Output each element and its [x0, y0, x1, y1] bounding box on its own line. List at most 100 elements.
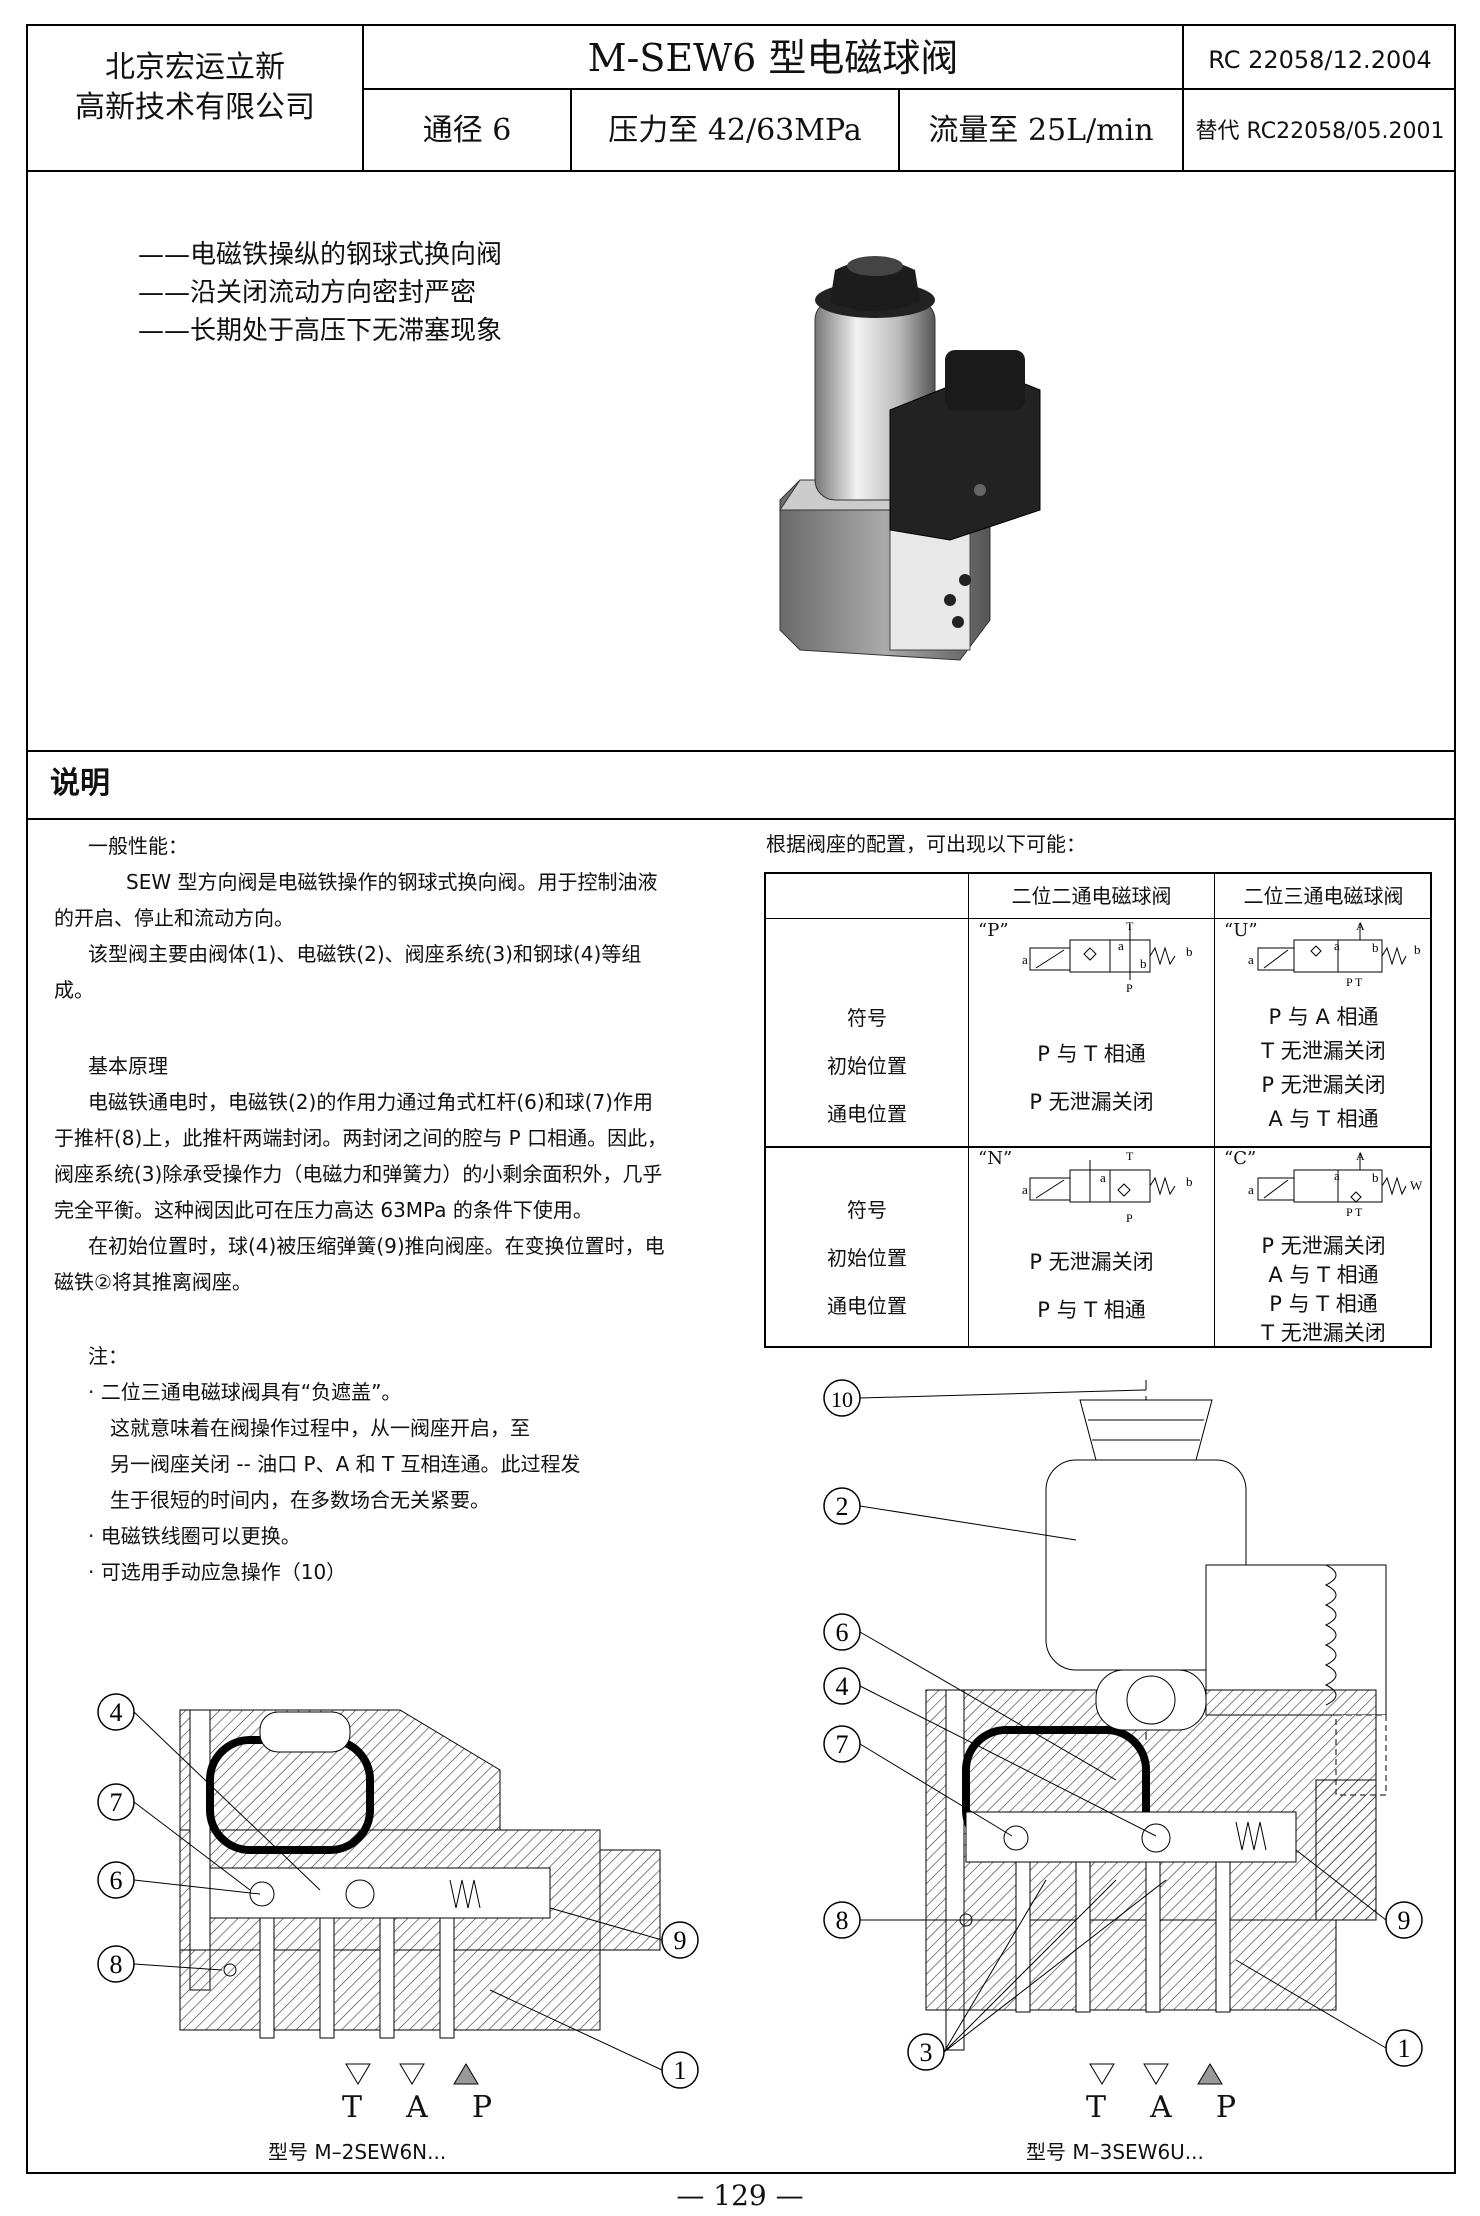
row-label-initial: 初始位置: [827, 1246, 907, 1270]
feature-item: ——电磁铁操纵的钢球式换向阀: [138, 240, 503, 270]
n-initial: P 无泄漏关闭: [1029, 1250, 1154, 1274]
spec-flow: 流量至 25L/min: [928, 113, 1154, 148]
port-a: a: [1334, 1168, 1340, 1183]
page-number: — 129 —: [676, 2179, 804, 2212]
symbol-2way-p: a a b b T P: [1022, 920, 1193, 995]
c-line: T 无泄漏关闭: [1261, 1321, 1386, 1345]
tag-u: “U”: [1224, 920, 1258, 941]
c-line: P 与 T 相通: [1269, 1292, 1378, 1316]
port-arrows-left: [345, 2063, 479, 2085]
principle-text: 阀座系统(3)除承受操作力（电磁力和弹簧力）的小剩余面积外，几乎: [54, 1162, 663, 1186]
row-labels-1: 符号 初始位置 通电位置: [766, 994, 968, 1138]
table-intro: 根据阀座的配置，可出现以下可能：: [766, 832, 1086, 856]
callout-4: 4: [110, 1698, 123, 1727]
port-a: A: [406, 2090, 428, 2125]
feature-item: ——沿关闭流动方向密封严密: [138, 278, 477, 308]
symbol-3way-c: a a b W A P T: [1248, 1150, 1423, 1219]
port-a: a: [1022, 952, 1028, 967]
page-title: M-SEW6 型电磁球阀: [587, 36, 959, 80]
principle-text: 在初始位置时，球(4)被压缩弹簧(9)推向阀座。在变换位置时，电: [88, 1234, 665, 1258]
note-text: 另一阀座关闭 -- 油口 P、A 和 T 互相连通。此过程发: [110, 1452, 581, 1476]
tag-n: “N”: [978, 1148, 1013, 1169]
port-p: P: [1126, 981, 1133, 995]
cross-section-right: 10 2 6 4 7 8 3 9 1: [823, 1379, 1423, 2071]
port-a-label: A: [1356, 1150, 1365, 1163]
principle-heading: 基本原理: [88, 1054, 168, 1078]
p-energized: P 无泄漏关闭: [1029, 1090, 1154, 1114]
callout-8: 8: [110, 1950, 123, 1979]
note-text: · 二位三通电磁球阀具有“负遮盖”。: [88, 1380, 402, 1404]
section-divider-top: [26, 750, 1456, 752]
table-line: [764, 918, 1432, 919]
spec-bore: 通径 6: [422, 113, 512, 148]
port-a-label: A: [1356, 920, 1365, 933]
callout-1: 1: [674, 2056, 687, 2085]
port-b: b: [1140, 956, 1147, 971]
c-line: P 无泄漏关闭: [1261, 1234, 1386, 1258]
tag-c: “C”: [1224, 1148, 1257, 1169]
note-text: 生于很短的时间内，在多数场合无关紧要。: [110, 1488, 490, 1512]
product-photo: [779, 256, 1041, 661]
col-two-way: 二位二通电磁球阀: [1011, 884, 1172, 908]
row-label-energized: 通电位置: [827, 1294, 907, 1318]
port-pt: P T: [1346, 975, 1363, 989]
symbol-2way-n: a a b T P: [1022, 1150, 1193, 1225]
port-b: b: [1372, 940, 1379, 955]
u-line: P 与 A 相通: [1268, 1005, 1379, 1029]
header-vline-4: [898, 88, 900, 170]
n-states: P 无泄漏关闭 P 与 T 相通: [969, 1238, 1214, 1334]
p-states: P 与 T 相通 P 无泄漏关闭: [969, 1030, 1214, 1126]
spec-pressure: 压力至 42/63MPa: [608, 113, 862, 148]
doc-code: RC 22058/12.2004: [1208, 46, 1432, 74]
callout-3: 3: [920, 2038, 933, 2067]
port-arrows-right: [1089, 2063, 1223, 2085]
port-a: a: [1248, 952, 1254, 967]
page-frame: [26, 24, 1456, 2174]
port-p: P: [471, 2090, 492, 2125]
company-line1: 北京宏运立新: [105, 50, 285, 85]
callout-7: 7: [836, 1730, 849, 1759]
principle-text: 完全平衡。这种阀因此可在压力高达 63MPa 的条件下使用。: [54, 1198, 593, 1222]
section-title: 说明: [50, 766, 110, 801]
callout-6: 6: [110, 1866, 123, 1895]
row-label-energized: 通电位置: [827, 1102, 907, 1126]
tag-p: “P”: [978, 920, 1009, 941]
header-vline-1: [362, 24, 364, 170]
replaces-code: 替代 RC22058/05.2001: [1195, 119, 1445, 144]
port-a: a: [1248, 1182, 1254, 1197]
port-t: T: [1126, 1150, 1134, 1163]
company-name: 北京宏运立新 高新技术有限公司: [28, 48, 362, 128]
header-divider-mid: [362, 88, 1456, 90]
port-a: a: [1334, 938, 1340, 953]
feature-list: ——电磁铁操纵的钢球式换向阀 ——沿关闭流动方向密封严密 ——长期处于高压下无滞…: [138, 236, 502, 350]
port-t: T: [1126, 920, 1134, 933]
company-line2: 高新技术有限公司: [75, 90, 315, 125]
principle-text: 于推杆(8)上，此推杆两端封闭。两封闭之间的腔与 P 口相通。因此，: [54, 1126, 668, 1150]
row-label-symbol: 符号: [847, 1006, 887, 1030]
note-text: 这就意味着在阀操作过程中，从一阀座开启，至: [110, 1416, 530, 1440]
col-three-way: 二位三通电磁球阀: [1243, 884, 1404, 908]
ports-right: T A P: [1086, 2090, 1236, 2125]
note-text: · 电磁铁线圈可以更换。: [88, 1524, 301, 1548]
callout-2: 2: [836, 1492, 849, 1521]
header-vline-3: [570, 88, 572, 170]
principle-text: 磁铁②将其推离阀座。: [54, 1270, 252, 1294]
symbol-3way-u: a a b b A P T: [1248, 920, 1421, 989]
general-text: SEW 型方向阀是电磁铁操作的钢球式换向阀。用于控制油液: [126, 870, 658, 894]
header-divider-bottom: [26, 170, 1456, 172]
model-right: 型号 M–3SEW6U...: [1026, 2140, 1204, 2164]
port-p: P: [1126, 1211, 1133, 1225]
general-text: 成。: [54, 978, 94, 1002]
port-a: a: [1118, 938, 1124, 953]
port-b: b: [1186, 1174, 1193, 1189]
header-vline-2: [1182, 24, 1184, 170]
note-text: · 可选用手动应急操作（10）: [88, 1560, 347, 1584]
general-text: 的开启、停止和流动方向。: [54, 906, 294, 930]
callout-1: 1: [1398, 2034, 1411, 2063]
table-line: [764, 1146, 1432, 1148]
n-energized: P 与 T 相通: [1037, 1298, 1146, 1322]
port-t: T: [1086, 2090, 1107, 2125]
port-t: T: [342, 2090, 363, 2125]
table-line: [1214, 872, 1215, 1348]
port-w: W: [1410, 1178, 1423, 1193]
